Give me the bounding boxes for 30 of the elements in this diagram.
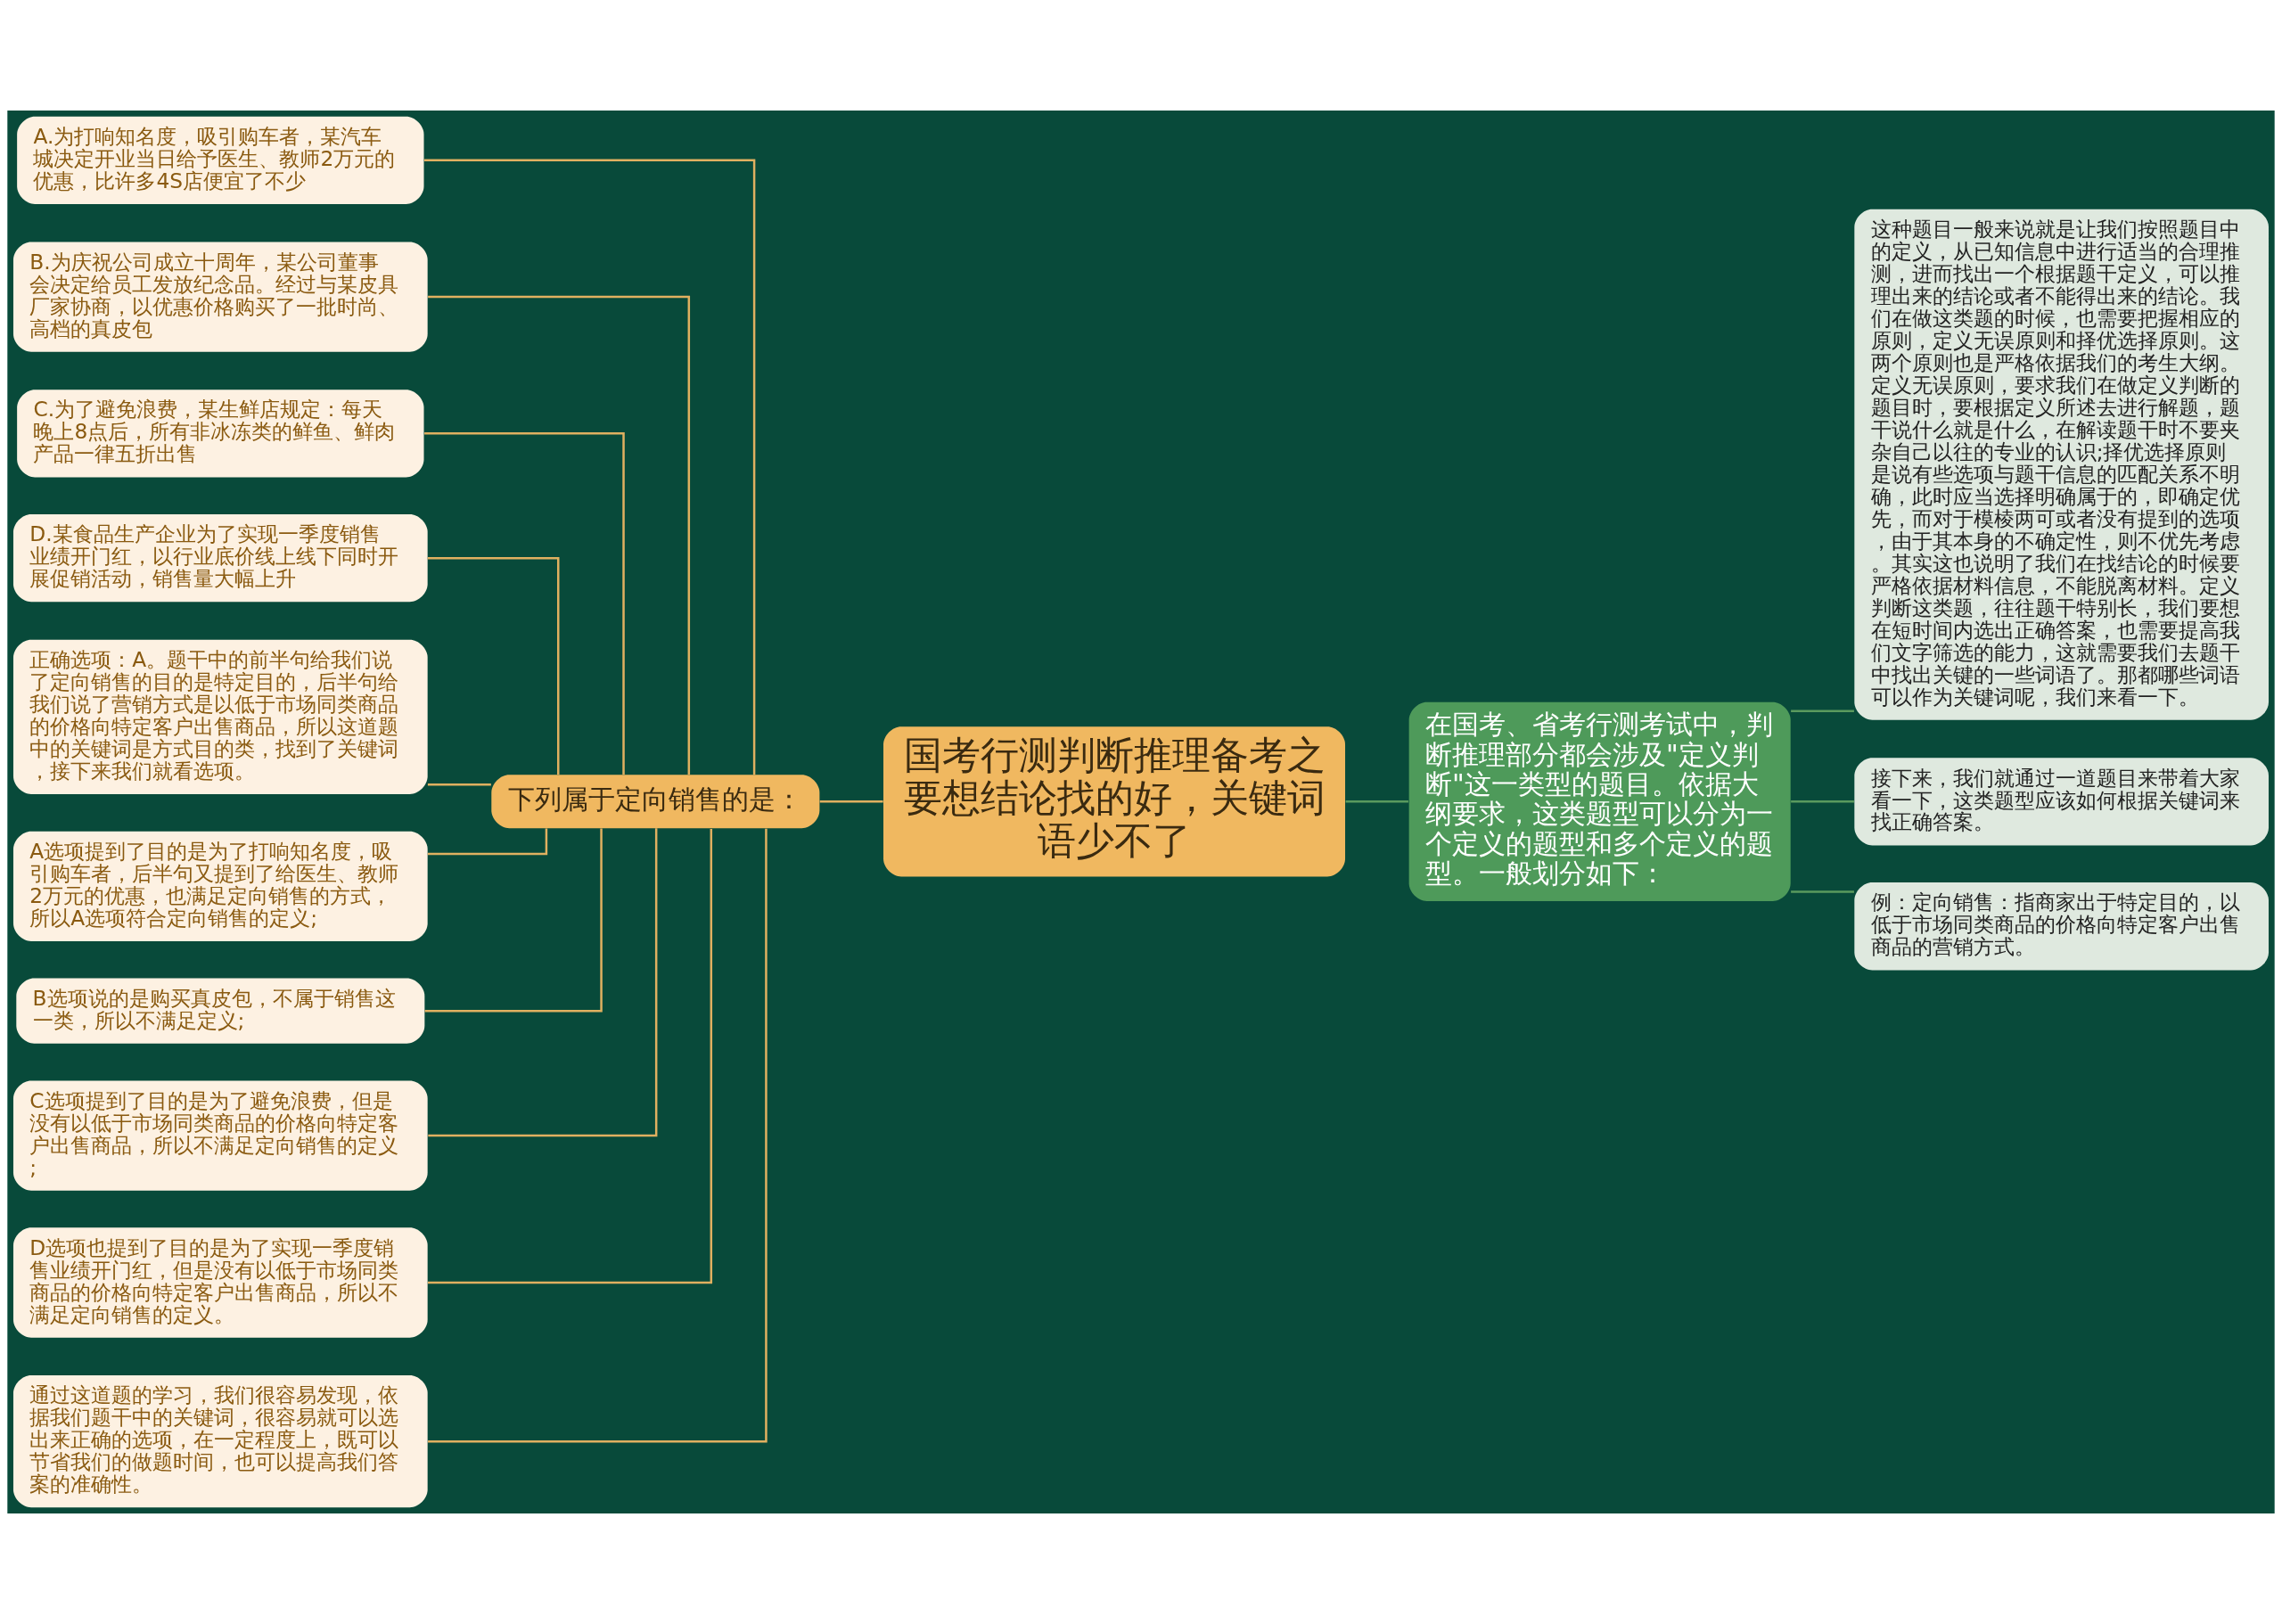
node-box: 例：定向销售：指商家出于特定目的，以低于市场同类商品的价格向特定客户出售商品的营销方式。 xyxy=(1854,882,2270,971)
node-box: A选项提到了目的是为了打响知名度，吸引购车者，后半句又提到了给医生、教师2万元的优惠，也满足定向销售的方式，所以A选项符合定向销售的定义; xyxy=(12,831,428,941)
node-box: C选项提到了目的是为了避免浪费，但是没有以低于市场同类商品的价格向特定客户出售商品，所以不满足定向销售的定义; xyxy=(12,1080,428,1191)
connector xyxy=(427,828,713,1284)
connector xyxy=(427,783,491,786)
node-box: 接下来，我们就通过一道题目来带着大家看一下，这类题型应该如何根据关键词来找正确答案。 xyxy=(1854,758,2270,846)
node-box: B选项说的是购买真皮包，不属于销售这一类，所以不满足定义; xyxy=(16,978,425,1044)
node-box: 在国考、省考行测考试中，判断推理部分都会涉及"定义判断"这一类型的题目。依据大纲要求，这类题型可以分为一个定义的题型和多个定义的题型。一般划分如下： xyxy=(1408,701,1791,901)
connector xyxy=(428,828,768,1443)
connector xyxy=(428,295,691,775)
connector xyxy=(1345,800,1408,803)
node-box: 下列属于定向销售的是： xyxy=(491,775,820,829)
connector xyxy=(1791,800,1854,803)
node-box: 国考行测判断推理备考之要想结论找的好，关键词语少不了 xyxy=(883,726,1345,877)
connector xyxy=(428,828,658,1137)
node-box: C.为了避免浪费，某生鲜店规定：每天晚上8点后，所有非冰冻类的鲜鱼、鲜肉产品一律五折出售 xyxy=(17,390,424,478)
node-box: 正确选项：A。题干中的前半句给我们说了定向销售的目的是特定目的，后半句给我们说了营销方式是以低于市场同类商品的价格向特定客户出售商品，所以这道题中的关键词是方式目的类，找到了关键词，接下来我们就看选项。 xyxy=(12,639,428,794)
connector xyxy=(423,159,756,775)
connector xyxy=(424,432,625,775)
node-box: B.为庆祝公司成立十周年，某公司董事会决定给员工发放纪念品。经过与某皮具厂家协商，以优惠价格购买了一批时尚、高档的真皮包 xyxy=(12,242,428,352)
node-box: A.为打响知名度，吸引购车者，某汽车城决定开业当日给予医生、教师2万元的优惠，比许多4S店便宜了不少 xyxy=(17,116,424,204)
connector xyxy=(1791,890,1854,893)
node-box: 这种题目一般来说就是让我们按照题目中的定义，从已知信息中进行适当的合理推测，进而找出一个根据题干定义，可以推理出来的结论或者不能得出来的结论。我们在做这类题的时候，也需要把握相应的原则，定义无误原则和择优选择原则。这两个原则也是严格依据我们的考生大纲。定义无误原则，要求我们在做定义判断的题目时，要根据定义所述去进行解题，题干说什么就是什么，在解读题干时不要夹杂自己以往的专业的认识;择优选择原则是说有些选项与题干信息的匹配关系不明确，此时应当选择明确属于的，即确定优先，而对于模棱两可或者没有提到的选项，由于其本身的不确定性，则不优先考虑。其实这也说明了我们在找结论的时候要严格依据材料信息，不能脱离材料。定义判断这类题，往往题干特别长，我们要想在短时间内选出正确答案，也需要提高我们文字筛选的能力，这就需要我们去题干中找出关键的一些词语了。那都哪些词语可以作为关键词呢，我们来看一下。 xyxy=(1854,209,2270,720)
node-box: D选项也提到了目的是为了实现一季度销售业绩开门红，但是没有以低于市场同类商品的价格向特定客户出售商品，所以不满足定向销售的定义。 xyxy=(12,1227,428,1338)
connector xyxy=(427,556,560,775)
node-box: D.某食品生产企业为了实现一季度销售业绩开门红，以行业底价线上线下同时开展促销活动，销售量大幅上升 xyxy=(12,514,428,603)
connector xyxy=(819,800,883,803)
connector xyxy=(424,828,603,1013)
connector xyxy=(1791,709,1854,712)
node-box: 通过这道题的学习，我们很容易发现，依据我们题干中的关键词，很容易就可以选出来正确的选项，在一定程度上，既可以节省我们的做题时间，也可以提高我们答案的准确性。 xyxy=(12,1375,428,1508)
